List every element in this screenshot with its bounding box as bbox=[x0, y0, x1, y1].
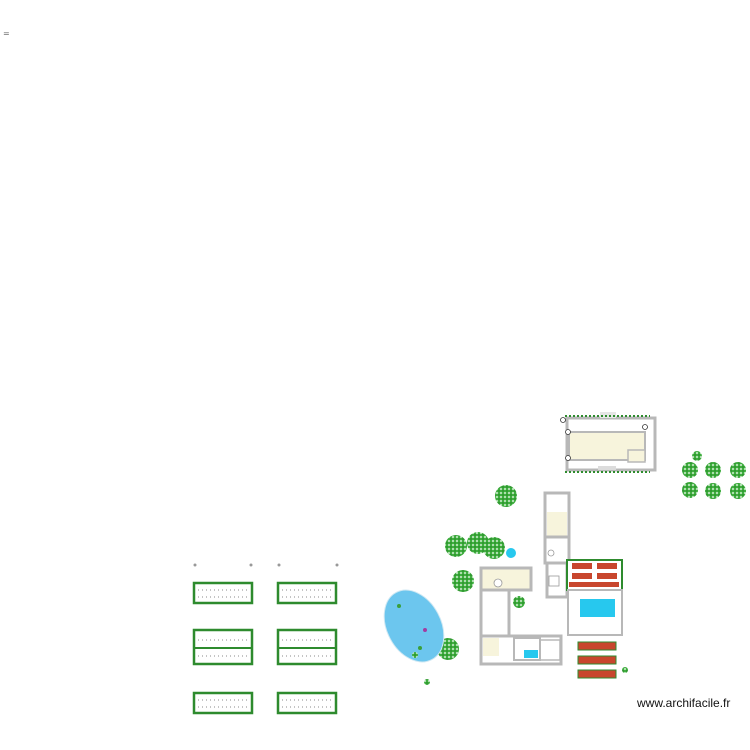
plot-1 bbox=[192, 581, 254, 605]
plot-3 bbox=[192, 628, 254, 666]
annex-building[interactable] bbox=[560, 412, 657, 472]
trees-house bbox=[424, 485, 628, 685]
tree-cluster-right bbox=[682, 451, 746, 499]
watermark: www.archifacile.fr bbox=[637, 696, 731, 710]
main-house[interactable] bbox=[479, 491, 571, 666]
plot-4 bbox=[276, 628, 338, 666]
plot-2 bbox=[276, 581, 338, 605]
plot-5 bbox=[192, 691, 254, 715]
plot-6 bbox=[276, 691, 338, 715]
pool-garden bbox=[566, 559, 623, 679]
pond bbox=[383, 589, 445, 663]
corner-mark: = bbox=[3, 29, 10, 38]
plot-markers bbox=[193, 563, 339, 567]
